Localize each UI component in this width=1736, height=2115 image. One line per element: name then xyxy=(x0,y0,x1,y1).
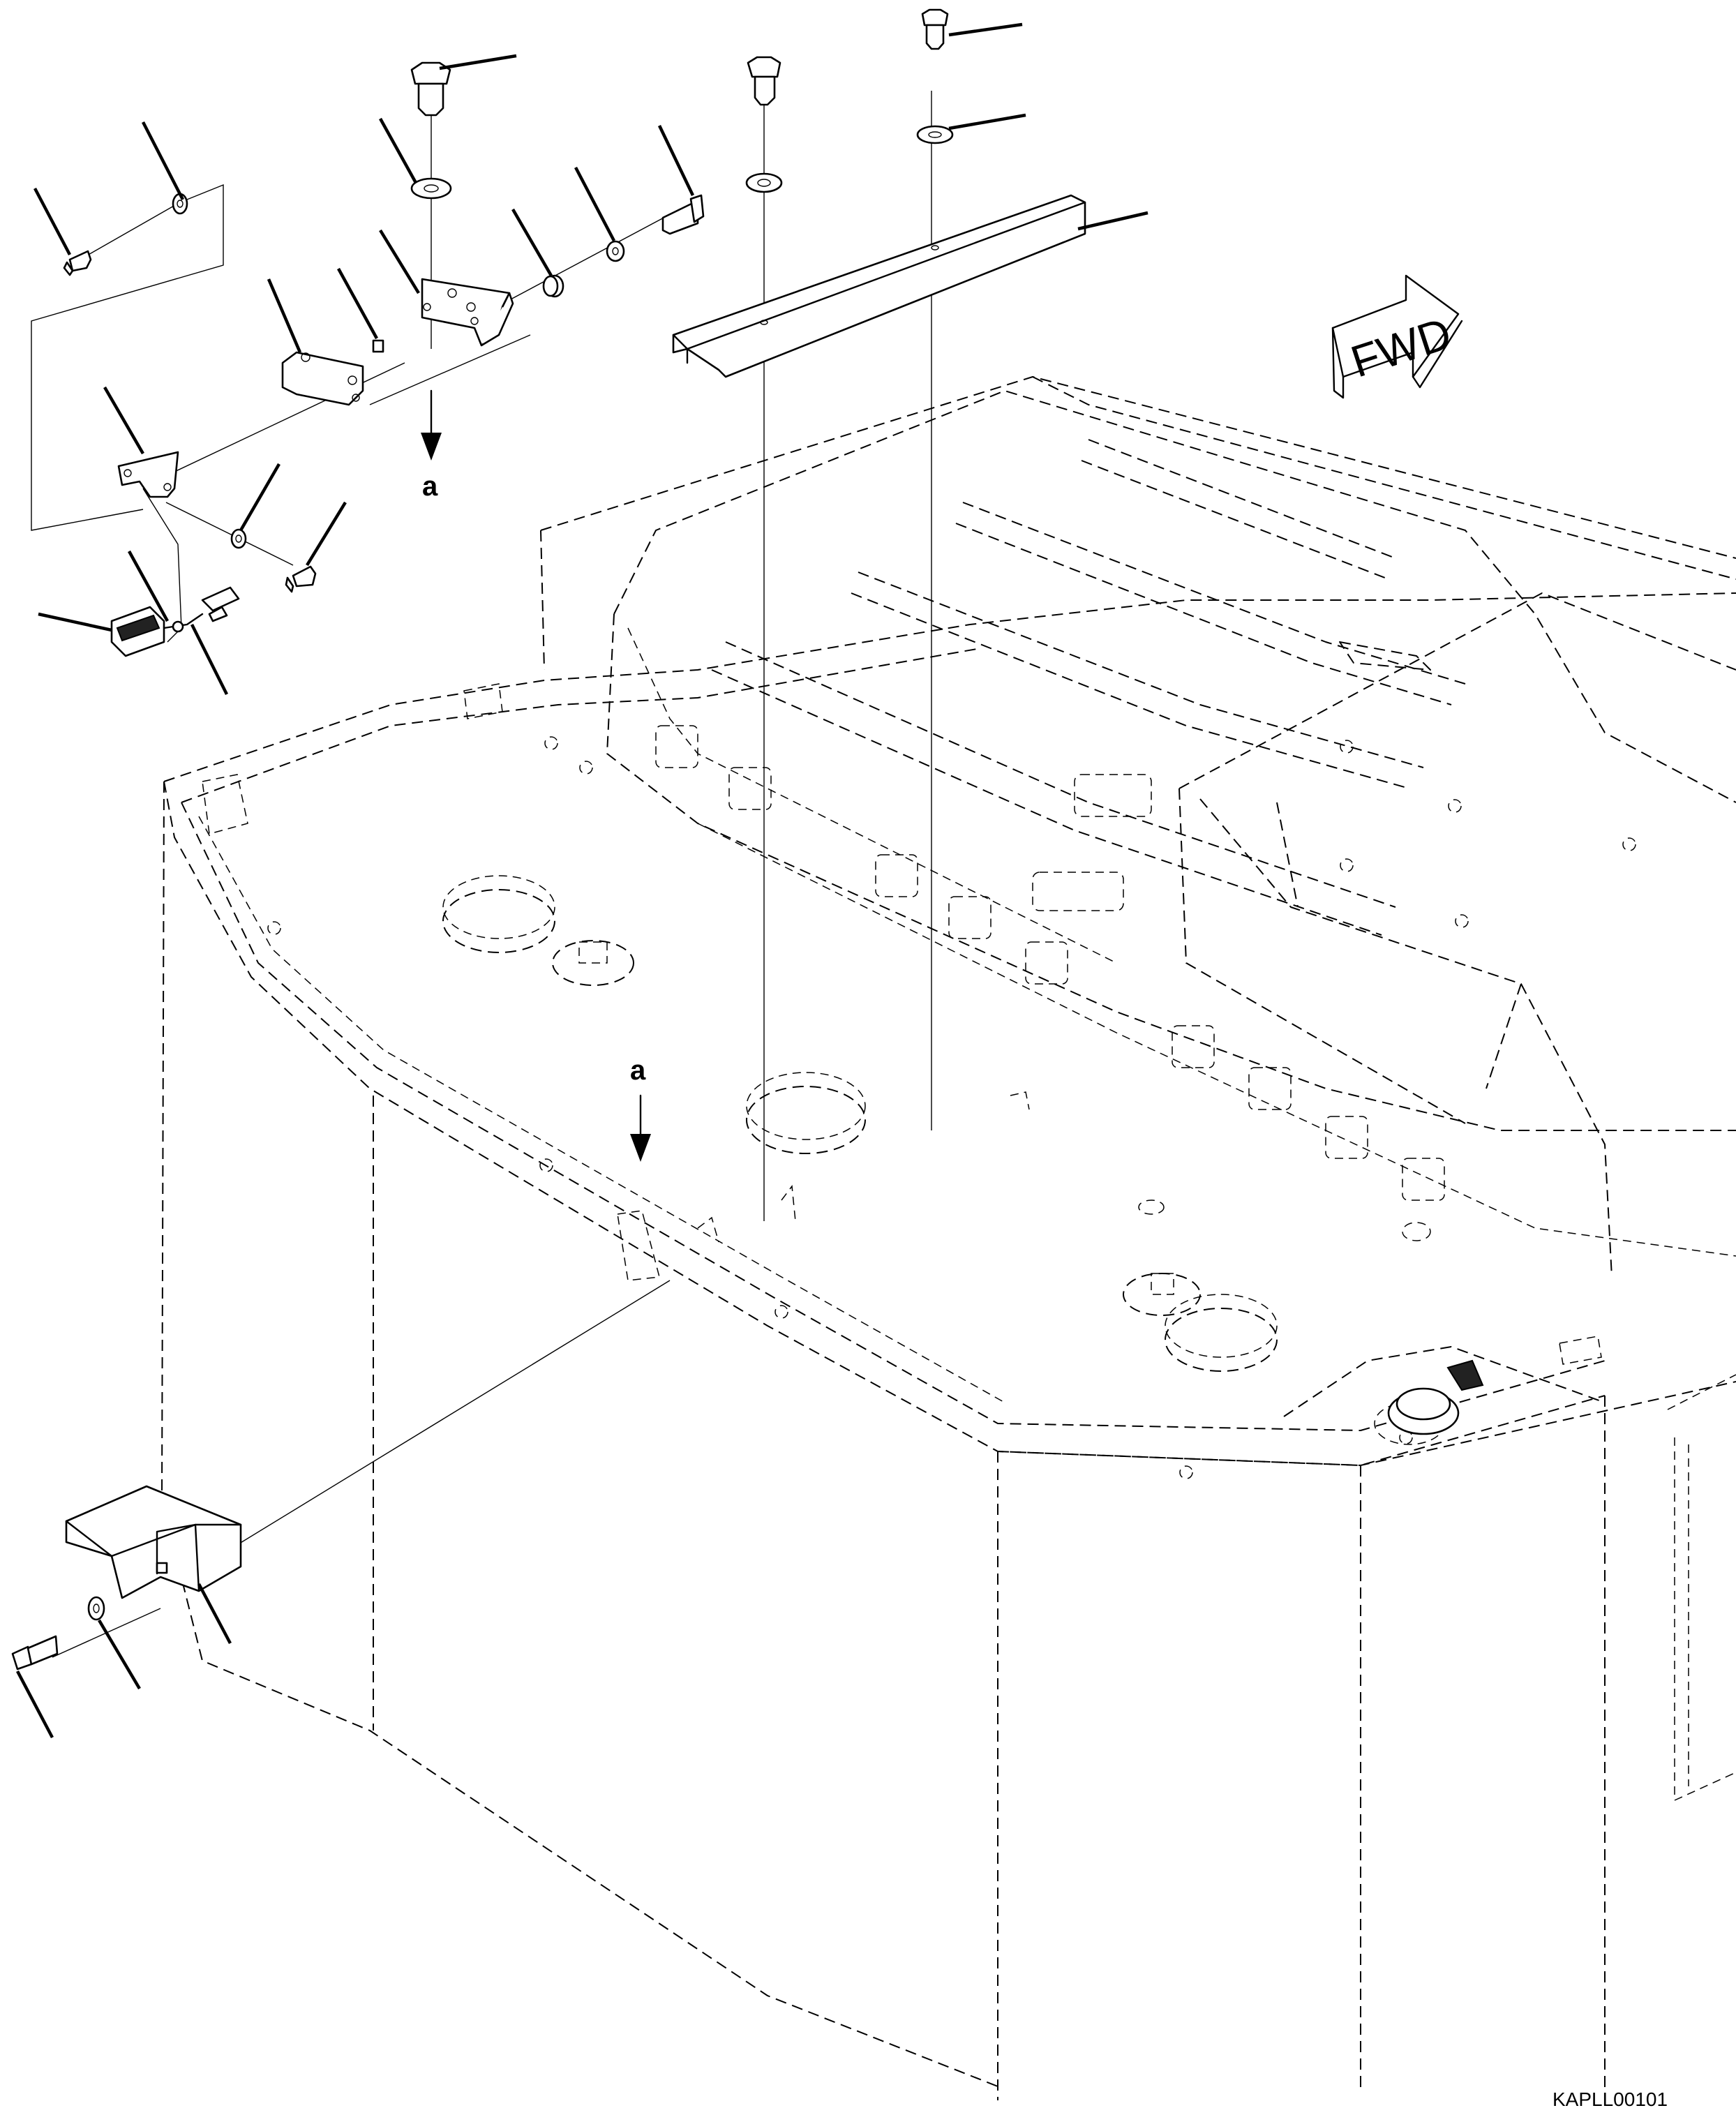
washer-part-2 xyxy=(410,177,452,200)
assembly-lines xyxy=(31,66,932,1658)
tank-body-outline xyxy=(161,376,1736,2100)
fwd-label: FWD xyxy=(1345,308,1458,387)
washer-part-5 xyxy=(606,240,625,262)
hex-bolt-part-3 xyxy=(921,8,949,50)
washer-part-3 xyxy=(745,172,783,193)
washer-part-4 xyxy=(916,125,954,144)
mount-bracket-part xyxy=(117,451,179,498)
hex-bolt-part-4 xyxy=(11,1635,59,1671)
bolt-part xyxy=(63,250,92,276)
fuel-cap-part xyxy=(1387,1359,1484,1435)
sensor-part xyxy=(110,606,204,657)
channel-bar-part xyxy=(672,194,1086,378)
screw-part xyxy=(661,194,705,235)
bracket-plate-part xyxy=(281,339,384,406)
drawing-code: KAPLL00101 xyxy=(1552,2088,1668,2110)
bolt-part-2 xyxy=(285,565,317,593)
view-label-a-top: a xyxy=(422,471,438,502)
view-arrow-a-top xyxy=(421,389,442,461)
leader-lines xyxy=(16,22,1148,1739)
cover-box-part xyxy=(65,1485,242,1599)
hex-bolt-part-2 xyxy=(747,56,781,106)
view-label-a-mid: a xyxy=(630,1055,646,1086)
fwd-arrow-icon xyxy=(1331,274,1463,399)
spacer-part xyxy=(542,274,564,298)
angle-bracket-part xyxy=(421,278,514,347)
view-arrow-a-mid xyxy=(630,1094,651,1162)
washer-part-6 xyxy=(230,528,247,549)
connector-part xyxy=(172,586,240,633)
hex-bolt-part xyxy=(410,61,451,117)
washer-part-7 xyxy=(87,1596,105,1621)
